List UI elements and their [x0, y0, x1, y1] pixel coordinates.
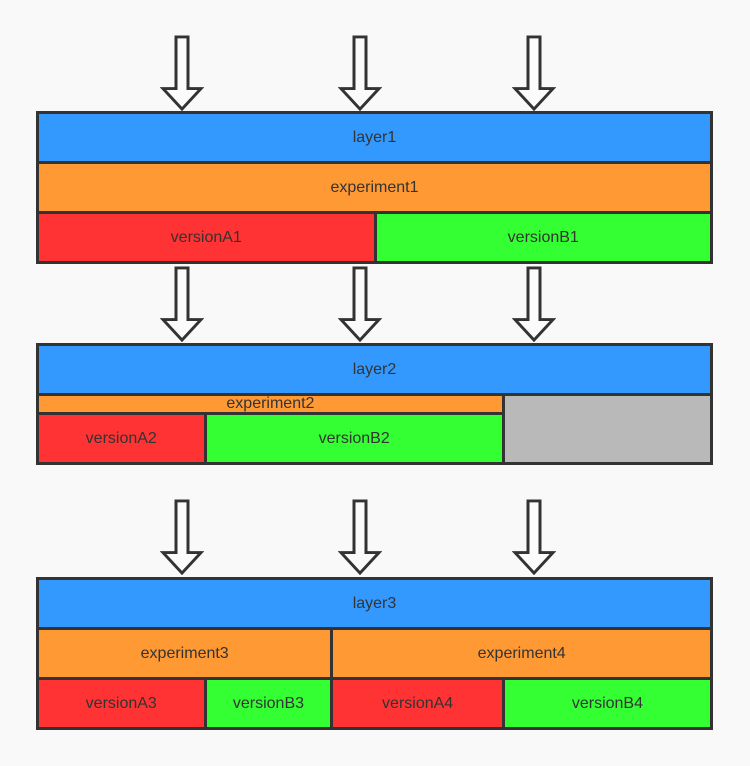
down-arrow-icon: [338, 35, 382, 111]
layer2-label: layer2: [352, 360, 397, 378]
layer1-versions-row: versionA1 versionB1: [39, 214, 710, 261]
layer3-bar: layer3: [39, 580, 710, 627]
versionA2-bar: versionA2: [39, 415, 204, 462]
versionA2-label: versionA2: [85, 429, 157, 447]
experiment4-bar: experiment4: [333, 630, 710, 677]
versionA1-bar: versionA1: [39, 214, 374, 261]
down-arrow-icon: [160, 35, 204, 111]
experiment3-label: experiment3: [140, 644, 229, 662]
layer1-to-layer2-arrows-row: [0, 266, 750, 342]
versionB3-label: versionB3: [232, 694, 305, 712]
layer1-label: layer1: [352, 128, 397, 146]
layer3-group: layer3 experiment3 experiment4 versionA3…: [36, 577, 713, 730]
layer2-row: layer2: [39, 346, 710, 393]
versionB2-bar: versionB2: [206, 415, 502, 462]
layer1-group: layer1 experiment1 versionA1 versionB1: [36, 111, 713, 264]
versionB2-label: versionB2: [318, 429, 390, 447]
layer2-body: experiment2 versionA2 versionB2: [39, 396, 710, 462]
versionB4-bar: versionB4: [504, 680, 710, 727]
experiment4-label: experiment4: [477, 644, 566, 662]
down-arrow-icon: [338, 266, 382, 342]
layer2-unused-block: [504, 396, 710, 462]
experiment2-label: experiment2: [226, 396, 315, 412]
down-arrow-icon: [160, 266, 204, 342]
down-arrow-icon: [160, 499, 204, 575]
layer1-row: layer1: [39, 114, 710, 161]
versionA4-label: versionA4: [382, 694, 454, 712]
versionB4-label: versionB4: [571, 694, 643, 712]
experiment1-bar: experiment1: [39, 164, 710, 211]
layer2-group: layer2 experiment2 versionA2 versionB2: [36, 343, 713, 465]
versionA3-bar: versionA3: [39, 680, 204, 727]
layer3-experiments-row: experiment3 experiment4: [39, 630, 710, 677]
versionA4-bar: versionA4: [333, 680, 502, 727]
layer2-bar: layer2: [39, 346, 710, 393]
layer3-label: layer3: [352, 594, 397, 612]
layer1-bar: layer1: [39, 114, 710, 161]
layer3-row: layer3: [39, 580, 710, 627]
experiment3-bar: experiment3: [39, 630, 331, 677]
down-arrow-icon: [512, 35, 556, 111]
versionB1-bar: versionB1: [376, 214, 710, 261]
experiment1-label: experiment1: [330, 178, 419, 196]
versionB1-label: versionB1: [507, 228, 579, 246]
versionB3-bar: versionB3: [206, 680, 331, 727]
down-arrow-icon: [512, 499, 556, 575]
down-arrow-icon: [512, 266, 556, 342]
versionA3-label: versionA3: [85, 694, 157, 712]
experiment2-column: experiment2 versionA2 versionB2: [39, 396, 502, 462]
down-arrow-icon: [338, 499, 382, 575]
layer2-to-layer3-arrows-row: [0, 499, 750, 575]
versionA1-label: versionA1: [170, 228, 242, 246]
experiment1-row: experiment1: [39, 164, 710, 211]
incoming-arrows-row: [0, 35, 750, 111]
experiment2-bar: experiment2: [39, 396, 502, 412]
layer3-versions-row: versionA3 versionB3 versionA4 versionB4: [39, 680, 710, 727]
layer2-versions-row: versionA2 versionB2: [39, 415, 502, 462]
